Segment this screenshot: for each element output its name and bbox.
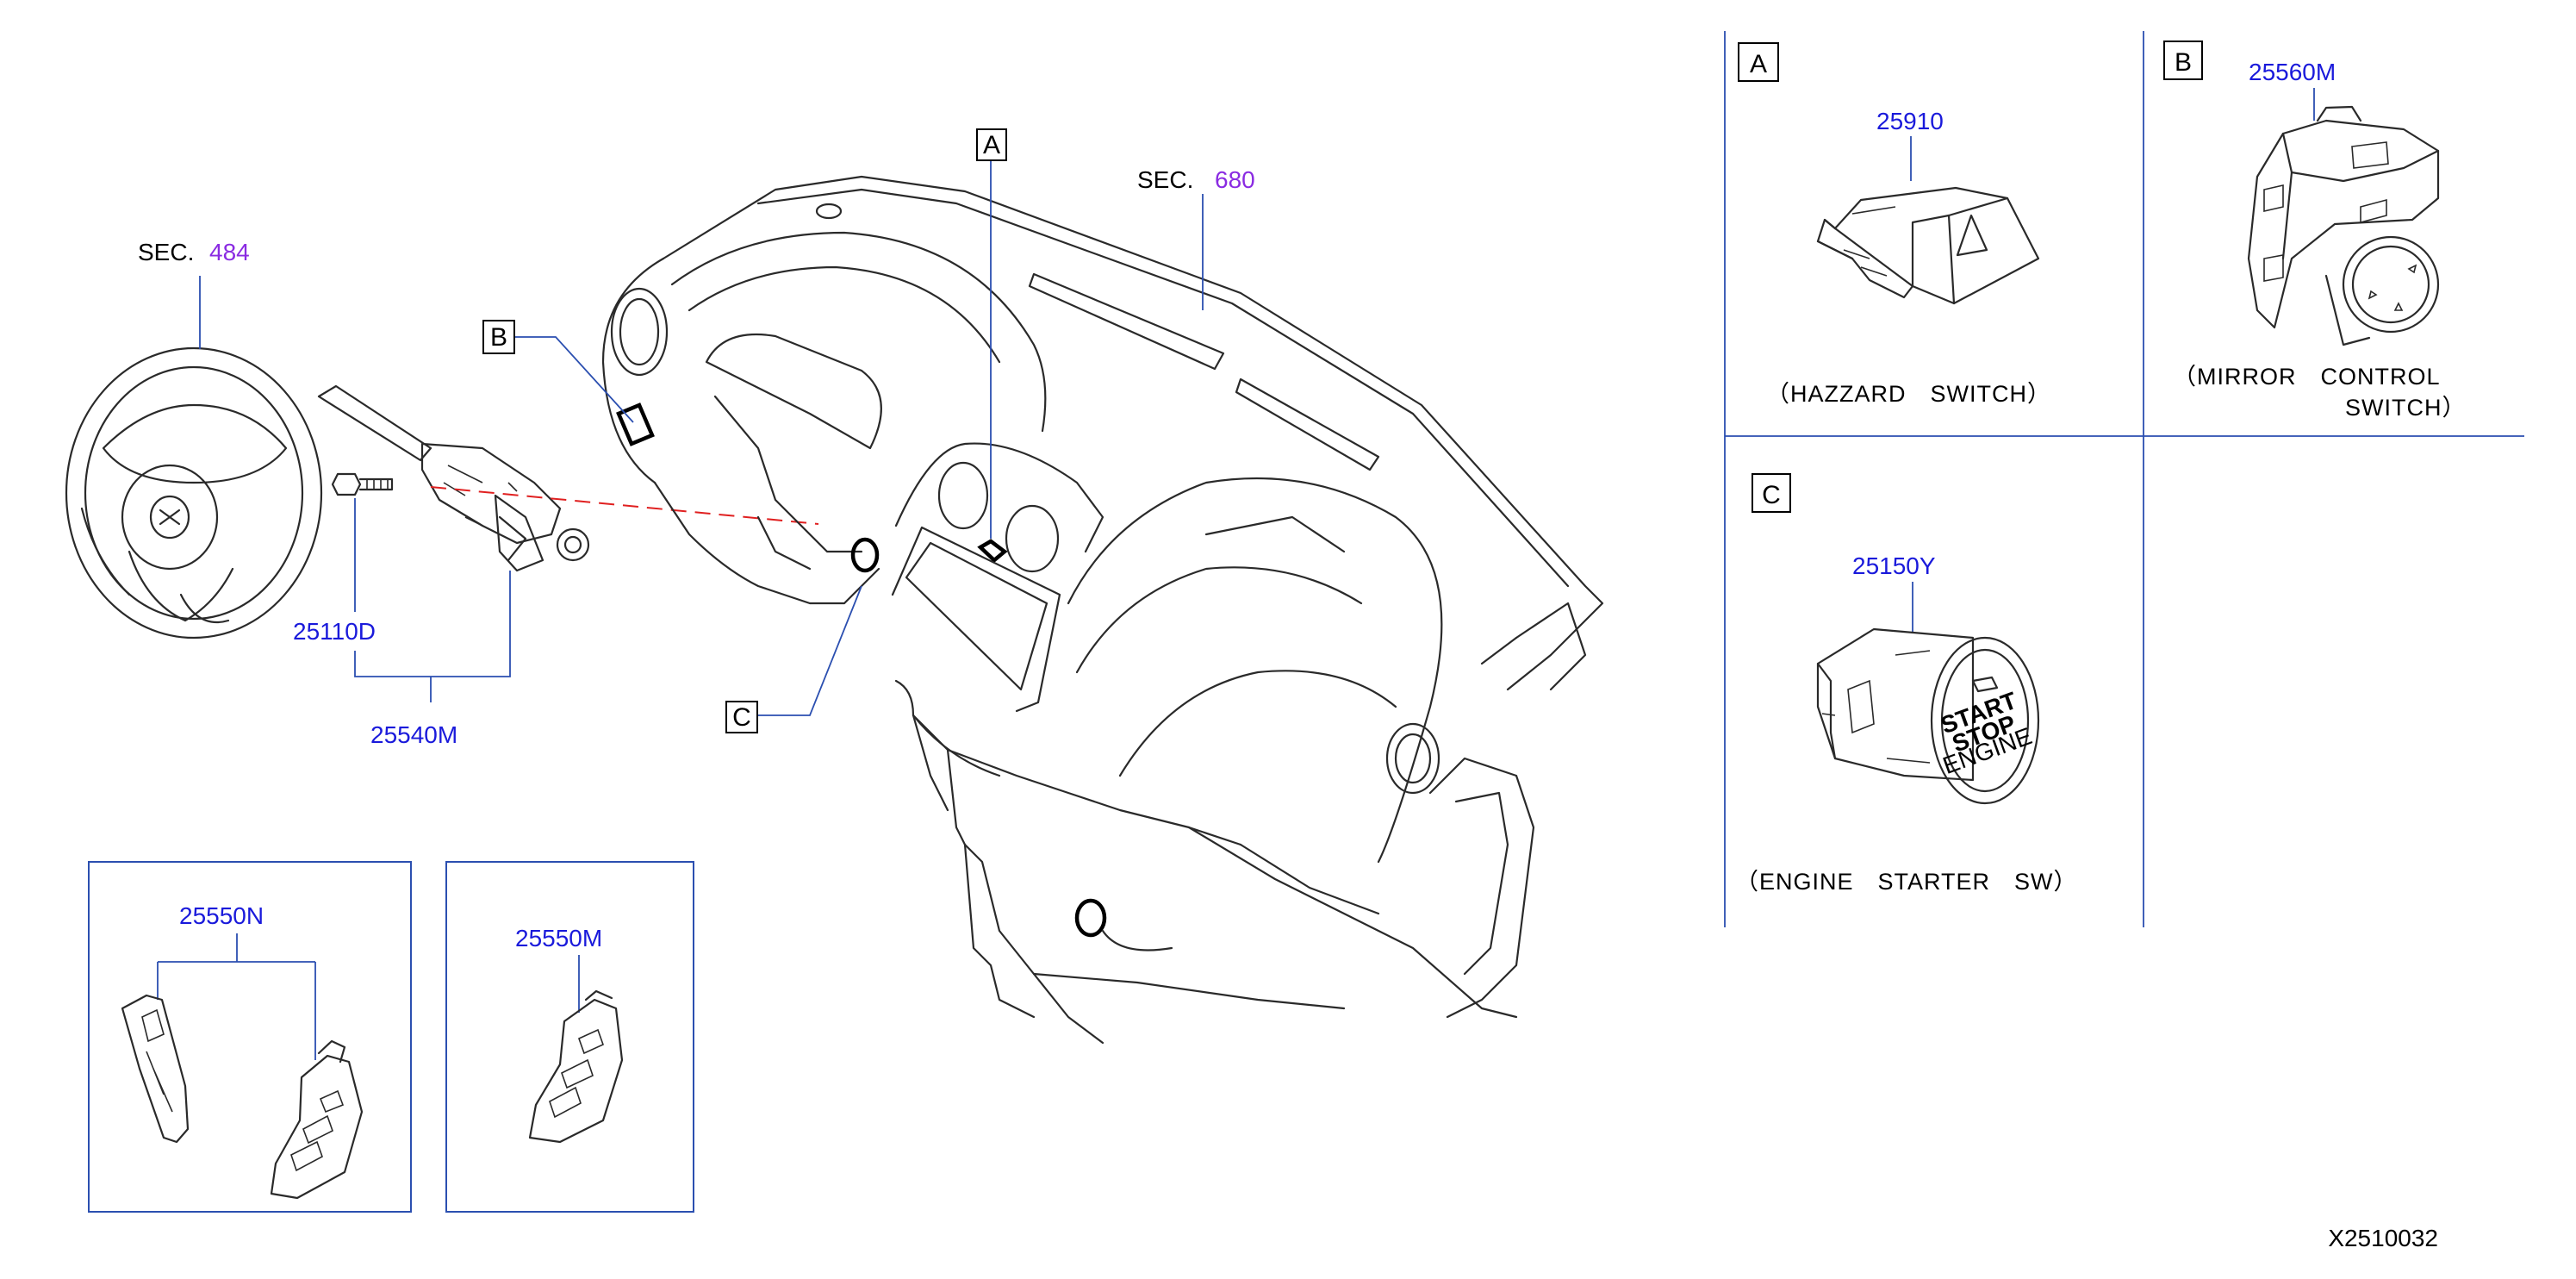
- leader-callout-b: [514, 336, 634, 423]
- leader-callout-c: [758, 585, 862, 716]
- caption-mirror-control-line1: （MIRROR CONTROL: [2173, 364, 2441, 390]
- part-number-25550M: 25550M: [515, 925, 602, 951]
- part-number-25110D: 25110D: [293, 618, 376, 645]
- leader-25540M: [354, 571, 511, 702]
- combination-switch: [317, 384, 590, 572]
- frame-25550M: [445, 861, 694, 1213]
- leader-25550N: [157, 933, 316, 1060]
- steering-switch-single: [528, 989, 624, 1144]
- hazard-switch-drawing: [1816, 186, 2040, 305]
- detail-grid-lines: [1724, 31, 2524, 927]
- svg-text:C: C: [732, 703, 751, 732]
- instrument-panel: [601, 175, 1604, 1045]
- svg-text:B: B: [2175, 48, 2192, 77]
- detail-a-box: A: [1738, 42, 1779, 82]
- caption-hazard-switch: （HAZZARD SWITCH）: [1766, 381, 2051, 407]
- sec-label-484: SEC.: [138, 239, 194, 265]
- part-number-25150Y: 25150Y: [1852, 552, 1936, 579]
- caption-engine-starter: （ENGINE STARTER SW）: [1735, 869, 2078, 895]
- detail-c-box: C: [1752, 473, 1791, 513]
- svg-text:C: C: [1762, 481, 1781, 509]
- steering-switch-right: [270, 1039, 364, 1200]
- caption-mirror-control-line2: SWITCH）: [2345, 395, 2466, 421]
- part-number-25560M: 25560M: [2249, 59, 2336, 85]
- part-number-25540M: 25540M: [370, 721, 457, 748]
- frame-25550N: [88, 861, 412, 1213]
- steering-wheel: [65, 346, 323, 640]
- callout-c: C: [725, 701, 758, 733]
- part-number-25910: 25910: [1876, 108, 1944, 134]
- svg-text:A: A: [983, 131, 1000, 159]
- mirror-control-switch-drawing: [2247, 105, 2440, 346]
- engine-starter-switch-drawing: START STOP ENGINE: [1816, 627, 2040, 805]
- sec-number-680: 680: [1215, 166, 1255, 193]
- callout-b: B: [482, 320, 515, 354]
- callout-a: A: [976, 128, 1007, 161]
- svg-text:A: A: [1750, 50, 1767, 78]
- bolt-25110D: [331, 472, 394, 496]
- sec-label-680: SEC.: [1137, 166, 1193, 193]
- part-number-25550N: 25550N: [179, 902, 264, 929]
- drawing-id: X2510032: [2328, 1225, 2438, 1251]
- steering-switch-left: [121, 994, 190, 1144]
- sec-number-484: 484: [209, 239, 250, 265]
- detail-b-box: B: [2163, 41, 2203, 80]
- alignment-dash-line: [430, 486, 819, 525]
- svg-text:B: B: [490, 323, 507, 352]
